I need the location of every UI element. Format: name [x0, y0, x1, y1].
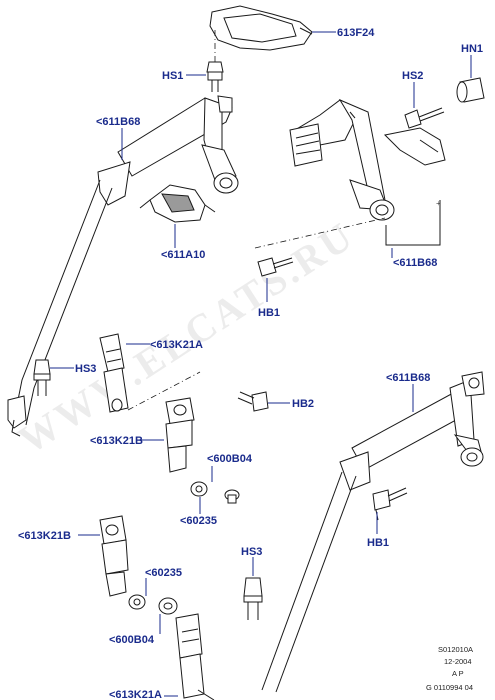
- callout-613k21a-top[interactable]: <613K21A: [150, 339, 203, 351]
- callout-611a10[interactable]: <611A10: [161, 249, 205, 261]
- bolt-hb2[interactable]: [237, 391, 269, 412]
- axis-line-2: [254, 217, 386, 249]
- callout-hb1-low[interactable]: HB1: [367, 537, 389, 549]
- bolt-hs3-left[interactable]: [33, 359, 51, 396]
- callout-613f24[interactable]: 613F24: [337, 27, 375, 39]
- cross-mark: +: [436, 199, 441, 208]
- callout-hb2[interactable]: HB2: [292, 398, 314, 410]
- spacer-600b04-middle[interactable]: [224, 489, 240, 504]
- washer-60235-middle[interactable]: [190, 481, 208, 497]
- bracket-line: [385, 200, 441, 246]
- reference-ap: A P: [452, 669, 464, 678]
- buckle-613k21b-middle[interactable]: [165, 397, 195, 473]
- callout-611b68-top[interactable]: <611B68: [96, 116, 140, 128]
- callout-hs3-low[interactable]: HS3: [241, 546, 262, 558]
- callout-hb1-top[interactable]: HB1: [258, 307, 280, 319]
- callout-600b04-low[interactable]: <600B04: [109, 634, 155, 646]
- callout-hs1[interactable]: HS1: [162, 70, 183, 82]
- callout-60235-mid[interactable]: <60235: [180, 515, 217, 527]
- belt-assembly-611b68-right[interactable]: [289, 98, 395, 221]
- reference-date: 12-2004: [444, 657, 472, 666]
- callout-60235-low[interactable]: <60235: [145, 567, 182, 579]
- callout-613k21b-low[interactable]: <613K21B: [18, 530, 71, 542]
- guide-bracket[interactable]: [383, 127, 446, 166]
- retractor-cover-613f24[interactable]: [209, 5, 313, 51]
- buckle-613k21a-upper[interactable]: [99, 333, 129, 413]
- bolt-hs2[interactable]: [404, 107, 445, 129]
- buckle-613k21a-lower[interactable]: [175, 613, 215, 700]
- buckle-613k21b-lower[interactable]: [99, 515, 129, 597]
- bolt-hs3-lower[interactable]: [243, 577, 263, 620]
- reference-code: S012010A: [438, 645, 473, 654]
- callout-613k21a-low[interactable]: <613K21A: [109, 689, 162, 700]
- callout-613k21b-mid[interactable]: <613K21B: [90, 435, 143, 447]
- callout-hn1[interactable]: HN1: [461, 43, 483, 55]
- callout-hs2[interactable]: HS2: [402, 70, 423, 82]
- bolt-hs1[interactable]: [206, 61, 224, 92]
- reference-drawing-number: G 0110994 04: [426, 683, 473, 692]
- washer-60235-lower[interactable]: [128, 594, 146, 610]
- axis-line-3: [127, 371, 201, 411]
- callout-611b68-low[interactable]: <611B68: [386, 372, 430, 384]
- callout-600b04-mid[interactable]: <600B04: [207, 453, 253, 465]
- bolt-hb1-lower[interactable]: [372, 487, 408, 521]
- belt-assembly-611b68-upper[interactable]: [7, 95, 239, 437]
- callout-hs3-left[interactable]: HS3: [75, 363, 96, 375]
- bolt-hb1-upper[interactable]: [257, 257, 294, 277]
- spacer-600b04-lower[interactable]: [158, 597, 178, 615]
- nut-hn1[interactable]: [456, 77, 485, 103]
- belt-assembly-611b68-lower[interactable]: [261, 371, 485, 693]
- buckle-611a10[interactable]: [139, 184, 216, 223]
- callout-611b68-right[interactable]: <611B68: [393, 257, 437, 269]
